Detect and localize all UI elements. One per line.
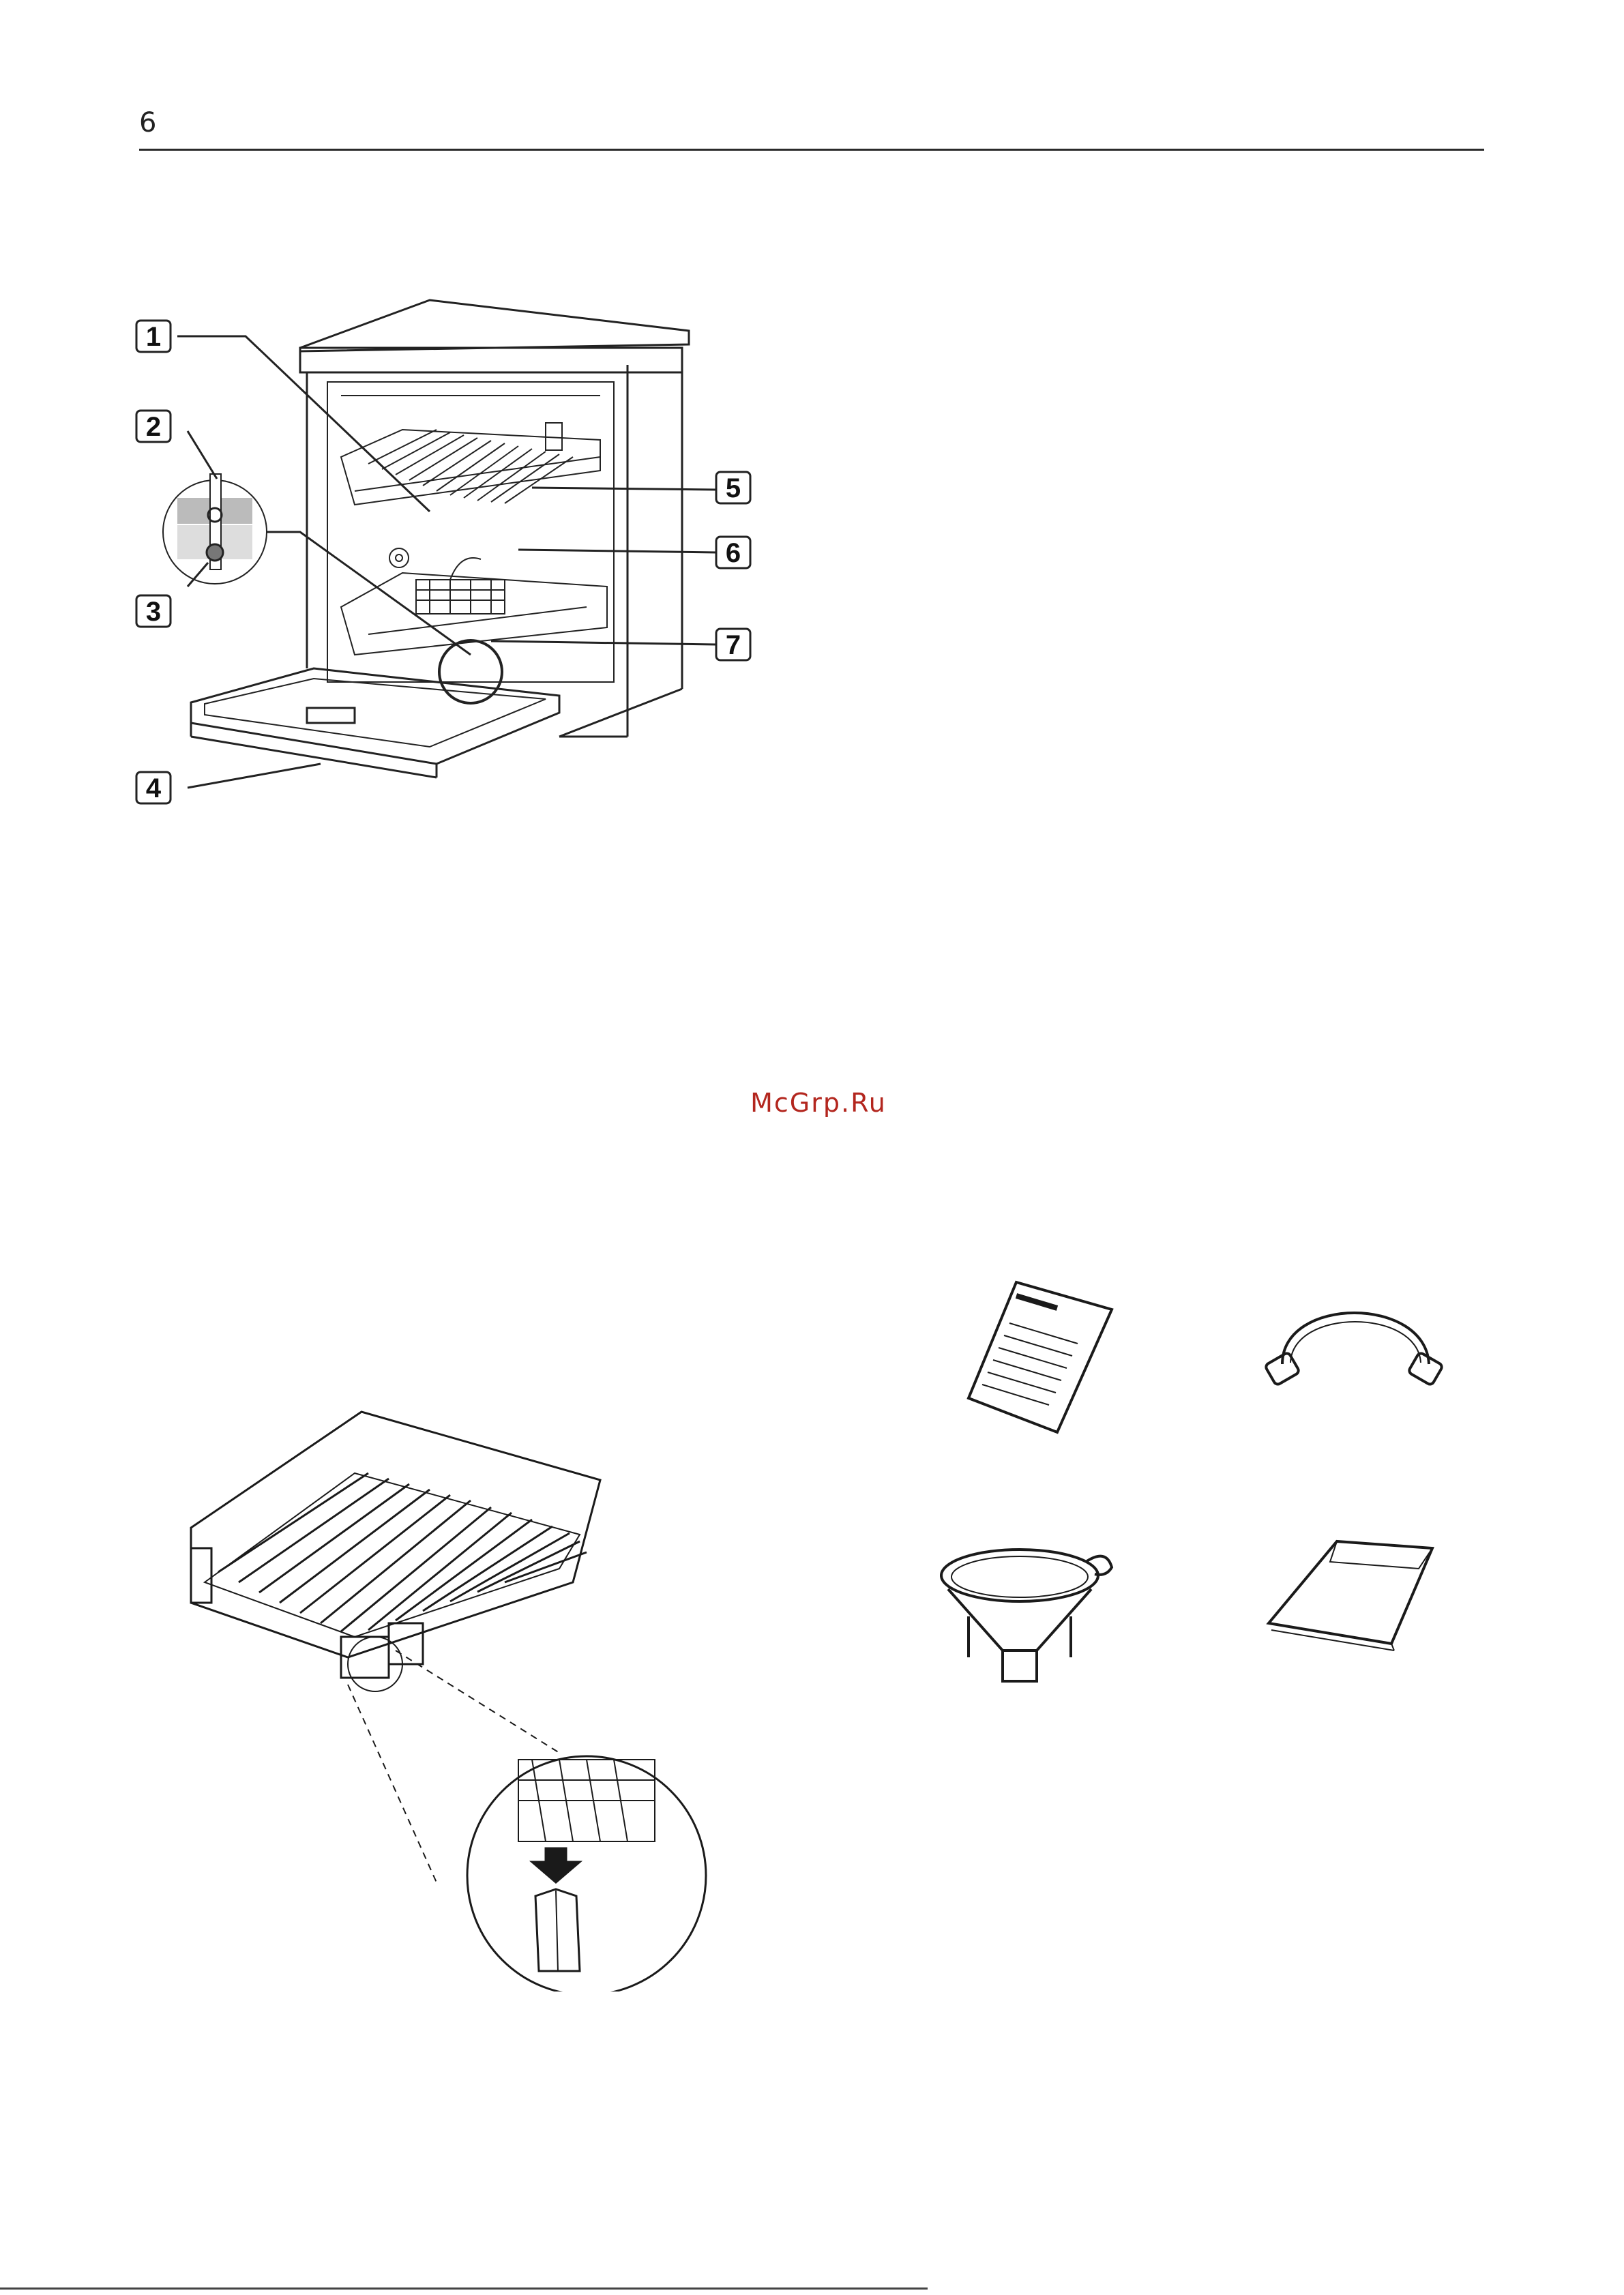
callout-7: 7 <box>716 629 750 660</box>
page-number: 6 <box>139 109 156 136</box>
tub-interior <box>327 382 614 682</box>
svg-text:6: 6 <box>726 538 741 568</box>
svg-text:7: 7 <box>726 630 741 660</box>
dishwasher-cabinet <box>300 300 689 737</box>
dishwasher-diagram: 1 2 3 4 5 6 7 <box>109 286 764 812</box>
svg-text:2: 2 <box>146 412 161 442</box>
wire-basket <box>191 1412 600 1678</box>
inlet-hose-icon <box>1255 1275 1453 1405</box>
detail-zoom-circle <box>467 1756 706 1992</box>
callout-leader-lines <box>177 336 716 788</box>
callout-3: 3 <box>136 595 171 627</box>
svg-text:3: 3 <box>146 597 161 627</box>
zoom-guide-right <box>396 1650 559 1753</box>
upper-basket-diagram <box>177 1378 723 1992</box>
svg-text:5: 5 <box>726 473 741 503</box>
callout-6: 6 <box>716 537 750 568</box>
callout-1: 1 <box>136 321 171 352</box>
zoom-guide-left <box>348 1685 437 1882</box>
arrow-down-icon <box>532 1848 580 1882</box>
callout-5: 5 <box>716 472 750 503</box>
spray-arm-inset <box>163 474 267 584</box>
callout-4: 4 <box>136 772 171 803</box>
watermark: McGrp.Ru <box>743 1088 894 1118</box>
open-door <box>191 668 559 778</box>
warranty-leaflet-icon <box>1255 1528 1446 1664</box>
detergent-dispenser <box>307 708 355 723</box>
header-rule <box>139 149 1484 151</box>
bottom-rule <box>0 2287 928 2290</box>
svg-text:4: 4 <box>146 773 162 803</box>
salt-funnel-icon <box>928 1535 1125 1691</box>
instruction-booklet-icon <box>955 1269 1139 1446</box>
callout-2: 2 <box>136 411 171 442</box>
svg-text:1: 1 <box>146 322 161 352</box>
